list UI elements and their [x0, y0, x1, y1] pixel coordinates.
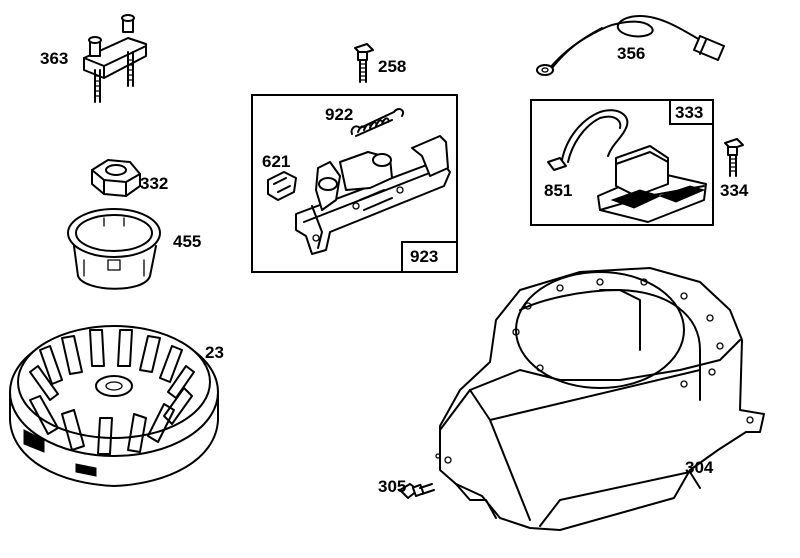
- part-label-334: 334: [720, 181, 749, 200]
- part-333-armature-illustration: [547, 109, 707, 223]
- part-304-blower-housing-illustration: [435, 267, 765, 531]
- part-label-333: 333: [675, 103, 704, 122]
- part-356-wire-illustration: [536, 15, 725, 76]
- part-621-clip-illustration: [267, 171, 297, 201]
- part-258-bolt-illustration: [354, 43, 374, 83]
- part-label-258: 258: [378, 57, 407, 76]
- part-305-bolt-illustration: [399, 483, 435, 499]
- part-label-923: 923: [410, 247, 439, 266]
- part-label-332: 332: [140, 174, 169, 193]
- assembly-333-number-box: [669, 99, 714, 125]
- part-label-455: 455: [173, 232, 202, 251]
- part-label-621: 621: [262, 152, 291, 171]
- part-923-control-bracket-illustration: [295, 135, 451, 255]
- part-23-flywheel-illustration: [9, 325, 219, 487]
- part-label-922: 922: [325, 105, 354, 124]
- part-455-cup-illustration: [67, 208, 161, 290]
- part-label-23: 23: [205, 343, 224, 362]
- part-334-screw-illustration: [724, 138, 744, 177]
- assembly-923-number-box: [401, 241, 458, 273]
- part-label-356: 356: [617, 44, 646, 63]
- part-363-bracket-illustration: [83, 14, 147, 103]
- assembly-333-frame: [530, 99, 714, 226]
- part-label-305: 305: [378, 477, 407, 496]
- assembly-923-frame: [251, 94, 458, 273]
- part-label-304: 304: [685, 458, 714, 477]
- part-label-363: 363: [40, 49, 69, 68]
- part-922-spring-illustration: [350, 108, 404, 137]
- part-label-851: 851: [544, 181, 573, 200]
- part-332-nut-illustration: [91, 159, 141, 197]
